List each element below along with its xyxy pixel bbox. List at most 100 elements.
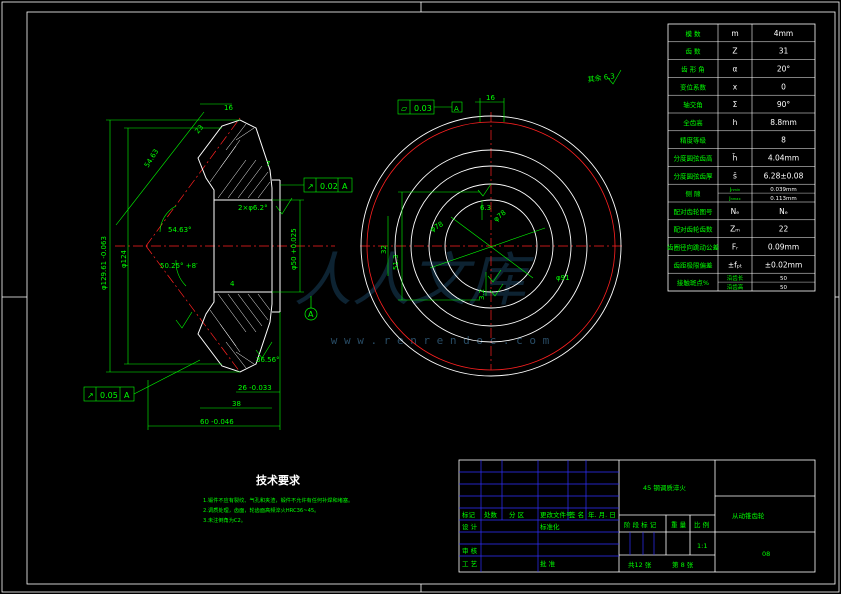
title-block: 45 钢调质淬火 从动锥齿轮 08 1:1 共12 张 第 8 张 标记 处数 …	[458, 459, 816, 573]
param-value: 0.039mm	[770, 187, 796, 193]
param-sym: jₙₘᵢₙ	[729, 187, 740, 193]
tolerance-frame-runout-a	[280, 177, 353, 193]
tech-line-2: 2.调质处理，齿面，轮齿面高频淬火HRC36~45。	[203, 506, 319, 514]
param-name: 配对齿轮图号	[674, 207, 714, 216]
tolerance-frame-runout-b	[83, 359, 201, 402]
tb-label-date: 年. 月. 日	[588, 510, 616, 519]
param-value: Nₑ	[779, 207, 788, 216]
tb-label-approve: 批 准	[540, 559, 556, 568]
tb-label-ratio: 比 例	[694, 520, 709, 529]
tol-runout-a-datum: A	[342, 182, 348, 191]
tol-flat-symbol: ⏥	[401, 104, 408, 113]
param-value: 31	[779, 47, 789, 56]
dim-pitch-dia: φ124	[120, 249, 128, 268]
dim-total-len: 38	[232, 400, 241, 408]
tb-sheets-total: 共12 张	[628, 560, 652, 569]
param-value: 6.28±0.08	[764, 171, 804, 180]
tb-label-zone: 分 区	[509, 510, 525, 519]
param-sym: Nₑ	[731, 207, 740, 216]
param-sym: jₙₘₐₓ	[728, 196, 741, 202]
dim-side-k: 32	[380, 245, 388, 254]
param-value: 8	[781, 136, 786, 145]
param-name: 齿距极限偏差	[674, 260, 714, 269]
param-name: 模 数	[685, 29, 701, 38]
tb-label-process: 工 艺	[462, 560, 478, 568]
param-name: 全齿高	[683, 118, 703, 127]
param-value: 8.8mm	[770, 118, 797, 127]
tb-label-std: 标准化	[540, 522, 560, 531]
watermark-url: w w w . r e n r e n d o c . c o m	[331, 334, 550, 347]
dim-face-width: 23	[193, 123, 205, 135]
param-name: 配对齿轮齿数	[674, 225, 714, 234]
dim-side-h: 51.3	[392, 254, 400, 270]
param-value: 0.113mm	[770, 196, 796, 202]
param-value: ±0.02mm	[765, 260, 803, 269]
param-sym: Z	[732, 47, 737, 56]
tech-requirements: 技术要求 1.锻件不应有裂纹、气孔和夹渣，锻件不允许有任何补焊和堵塞。 2.调质…	[203, 473, 353, 524]
tb-part-name: 从动锥齿轮	[732, 511, 765, 520]
tolerance-frame-flat	[397, 99, 463, 115]
param-name: 变位系数	[680, 82, 707, 91]
tb-label-count: 处数	[484, 510, 498, 519]
param-name: 轴交角	[683, 100, 703, 109]
param-sym: s̄	[733, 171, 737, 180]
tb-label-check: 审 核	[462, 546, 478, 555]
tb-label-doc: 更改文件号	[540, 510, 573, 519]
param-sym: 沿齿长	[727, 274, 744, 282]
tb-material: 45 钢调质淬火	[643, 483, 686, 492]
param-sym: h	[733, 118, 738, 127]
section-view: 0.02 A ↗ 0.05 A ↗ A 23 16 54.63 φ129.61 …	[83, 103, 353, 430]
param-value: 90°	[777, 100, 791, 109]
param-sym: ±fₚₜ	[728, 260, 742, 269]
param-name: 接触斑点%	[677, 278, 709, 287]
datum-a-symbol	[304, 296, 318, 321]
tech-line-1: 1.锻件不应有裂纹、气孔和夹渣，锻件不允许有任何补焊和堵塞。	[203, 496, 353, 504]
param-value: 20°	[777, 65, 791, 74]
param-value: 0.09mm	[768, 243, 799, 252]
dim-hub-len: 7	[266, 160, 270, 168]
tol-runout-b-symbol: ↗	[87, 391, 94, 400]
tol-runout-b-datum: A	[124, 391, 130, 400]
param-sym: Zₘ	[730, 225, 740, 234]
dim-keyway: 2×φ6.2°	[238, 204, 268, 212]
param-value: 50	[780, 285, 787, 291]
param-sym: h̄	[733, 153, 738, 162]
dim-side-r: 3.2	[478, 289, 486, 300]
param-value: 4.04mm	[768, 154, 799, 163]
tb-label-weight: 重 量	[671, 521, 687, 529]
tol-runout-a-symbol: ↗	[307, 182, 314, 191]
param-name: 齿 形 角	[681, 65, 705, 74]
tb-sheet-no: 第 8 张	[672, 560, 694, 569]
dim-angle-face: 54.63°	[168, 226, 192, 234]
tol-runout-a-value: 0.02	[320, 182, 338, 191]
dim-cone-dist: 54.63	[143, 148, 160, 169]
dim-top-width: 16	[486, 94, 495, 102]
param-name: 分度圆弦齿高	[674, 154, 714, 163]
dim-mount-dist: 60 -0.046	[200, 418, 234, 426]
param-value: 4mm	[774, 29, 793, 38]
dim-bore: φ50 +0.025	[290, 228, 298, 270]
dim-ra: 6.3	[480, 204, 491, 212]
tech-line-3: 3.未注倒角为C2。	[203, 516, 246, 524]
tol-flat-value: 0.03	[414, 104, 432, 113]
param-sym: 沿齿高	[727, 283, 744, 291]
tb-scale: 1:1	[697, 542, 707, 550]
dim-hub-step: 4	[230, 280, 235, 288]
dim-angle-root: 50.25° +8′	[160, 262, 198, 270]
datum-a-label: A	[308, 310, 314, 319]
dim-side-dia2: φ91	[556, 274, 570, 282]
dim-angle-back: 36.56°	[256, 356, 280, 364]
tb-label-sign: 签 名	[569, 510, 584, 519]
tol-runout-b-value: 0.05	[100, 391, 118, 400]
tech-title: 技术要求	[256, 473, 301, 487]
param-value: 50	[780, 276, 787, 282]
param-sym: Fᵣ	[732, 243, 738, 252]
tb-code: 08	[762, 550, 770, 558]
dim-outer-dia: φ129.61 -0.063	[100, 236, 108, 290]
front-view: 0.03 ⏥ A 16 51.3 32 φ78 φ91 φ78 6.3 3.2 …	[360, 69, 625, 377]
param-name: 分度圆弦齿厚	[674, 171, 714, 180]
param-name: 齿圈径向跳动公差	[667, 243, 720, 252]
